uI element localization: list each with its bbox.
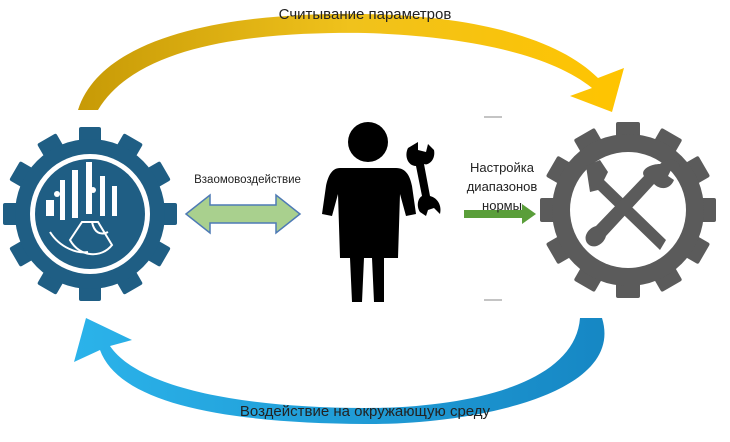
gear-tooth — [79, 285, 101, 301]
gear-tooth — [546, 156, 571, 184]
gear-tooth — [79, 127, 101, 143]
tools-gear-teeth — [540, 122, 716, 298]
gear-tooth — [546, 236, 571, 264]
gear-tooth — [9, 161, 34, 188]
gear-tooth — [685, 156, 710, 184]
gear-tooth — [685, 236, 710, 264]
top-label: Считывание параметров — [278, 6, 452, 23]
gear-tooth — [37, 270, 64, 295]
gear-tooth — [700, 198, 716, 222]
setting-label: Настройка диапазонов нормы — [450, 158, 554, 215]
gear-tooth — [616, 282, 640, 298]
gear-tooth — [3, 203, 19, 225]
interaction-double-arrow — [184, 193, 302, 235]
bottom-curved-arrow — [74, 318, 605, 425]
bottom-label: Воздействие на окружающую среду — [239, 403, 491, 420]
gear-tooth — [116, 133, 143, 158]
gear-tooth — [616, 122, 640, 138]
setting-label-line: диапазонов — [466, 179, 538, 194]
gear-tooth — [161, 203, 177, 225]
person-with-wrench-icon — [310, 115, 456, 309]
gear-tooth — [540, 198, 556, 222]
gear-tooth — [654, 128, 682, 153]
gear-tooth — [9, 240, 34, 267]
setting-label-line: нормы — [482, 198, 522, 213]
gear-tooth — [574, 128, 602, 153]
factory-gear-teeth — [3, 127, 177, 301]
factory-gear-icon — [2, 118, 182, 310]
setting-label-line: Настройка — [470, 160, 534, 175]
gear-tooth — [116, 270, 143, 295]
tools-gear-icon — [540, 122, 716, 298]
setting-arrow — [464, 204, 536, 224]
gear-tooth — [654, 267, 682, 292]
gear-tooth — [574, 267, 602, 292]
gear-tooth — [146, 161, 171, 188]
gear-tooth — [37, 133, 64, 158]
gear-tooth — [146, 240, 171, 267]
top-curved-arrow — [78, 13, 624, 112]
interaction-label: Взаомовоздействие — [194, 174, 301, 186]
